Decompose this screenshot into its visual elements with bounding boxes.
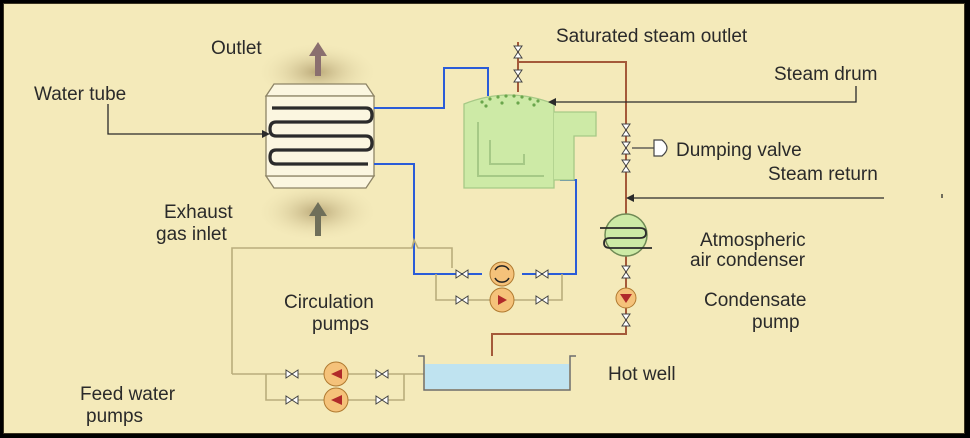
condensate-pump-label-line1: Condensate [704, 290, 807, 311]
exhaust-label-line1: Exhaust [164, 202, 233, 223]
exhaust-label-line2: gas inlet [156, 224, 227, 245]
steam-drum-label: Steam drum [774, 64, 878, 85]
inlet-arrow-icon [309, 202, 327, 236]
circulation-pumps-label-line2: pumps [312, 314, 370, 335]
steam-return-label: Steam return [768, 164, 878, 185]
circulation-pumps-label-line1: Circulation [284, 292, 374, 313]
feed-water-pumps [285, 361, 389, 413]
air-condenser-label-line1: Atmospheric [700, 230, 806, 251]
dump-valve-upper-icon [621, 123, 631, 137]
steam-return-pointer-icon [626, 194, 634, 202]
outlet-arrow-icon [309, 42, 327, 76]
hot-well-label: Hot well [608, 364, 676, 385]
water-tube-label: Water tube [34, 84, 127, 105]
diagram-canvas [107, 42, 943, 413]
water-tube-exchanger [264, 83, 376, 189]
diagram-frame: Outlet Water tube Exhaust gas inlet Satu… [3, 3, 965, 434]
dumping-valve-icon [632, 139, 668, 157]
condensate-pump-label-line2: pump [752, 312, 800, 333]
dump-valve-mid-icon [621, 141, 631, 155]
water-tube-coil [268, 106, 374, 166]
feed-water-pumps-label-line1: Feed water [80, 384, 176, 405]
air-condenser-label-line2: air condenser [690, 250, 806, 271]
steam-drum [463, 94, 597, 189]
condensate-pump-icon [615, 287, 637, 309]
steam-outlet-valve-icon [513, 45, 523, 59]
hot-well-tank [418, 355, 576, 391]
outlet-label: Outlet [211, 38, 262, 59]
condenser-outlet-valve-icon [621, 265, 631, 279]
steam-drum-valve-icon [513, 69, 523, 83]
circulation-pumps [435, 261, 563, 313]
dumping-valve-label: Dumping valve [676, 140, 802, 161]
water-tube-pointer-icon [262, 130, 270, 138]
pointer-lines [107, 86, 943, 199]
air-condenser [600, 213, 652, 257]
steam-drum-pointer-icon [548, 98, 556, 106]
feed-water-pumps-label-line2: pumps [86, 406, 144, 427]
saturated-steam-outlet-label: Saturated steam outlet [556, 26, 748, 47]
dump-valve-lower-icon [621, 159, 631, 173]
steam-lines [491, 42, 627, 356]
condensate-pump-valve-icon [621, 313, 631, 327]
